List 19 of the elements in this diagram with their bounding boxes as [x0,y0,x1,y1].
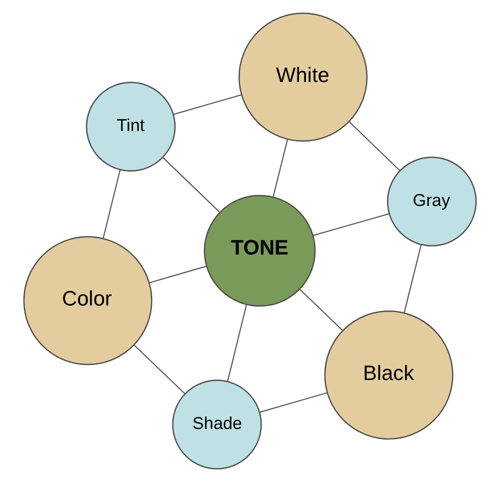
connector [102,170,121,239]
connector [404,244,422,314]
node-circle: Black [324,310,454,440]
connector [313,213,390,236]
node-circle: TONE [204,194,316,307]
connector [162,156,220,212]
node-circle: White [238,12,368,142]
connector [134,344,186,394]
connector [227,304,247,382]
node-circle: Shade [172,380,262,470]
node-circle: Color [23,236,152,366]
connector [348,121,400,171]
node-circle: Tint [86,82,176,172]
node-circle: Gray [387,156,477,246]
connector [260,392,328,413]
connector [149,266,207,284]
connector [272,139,288,198]
connector [299,289,343,331]
connector [173,94,242,115]
